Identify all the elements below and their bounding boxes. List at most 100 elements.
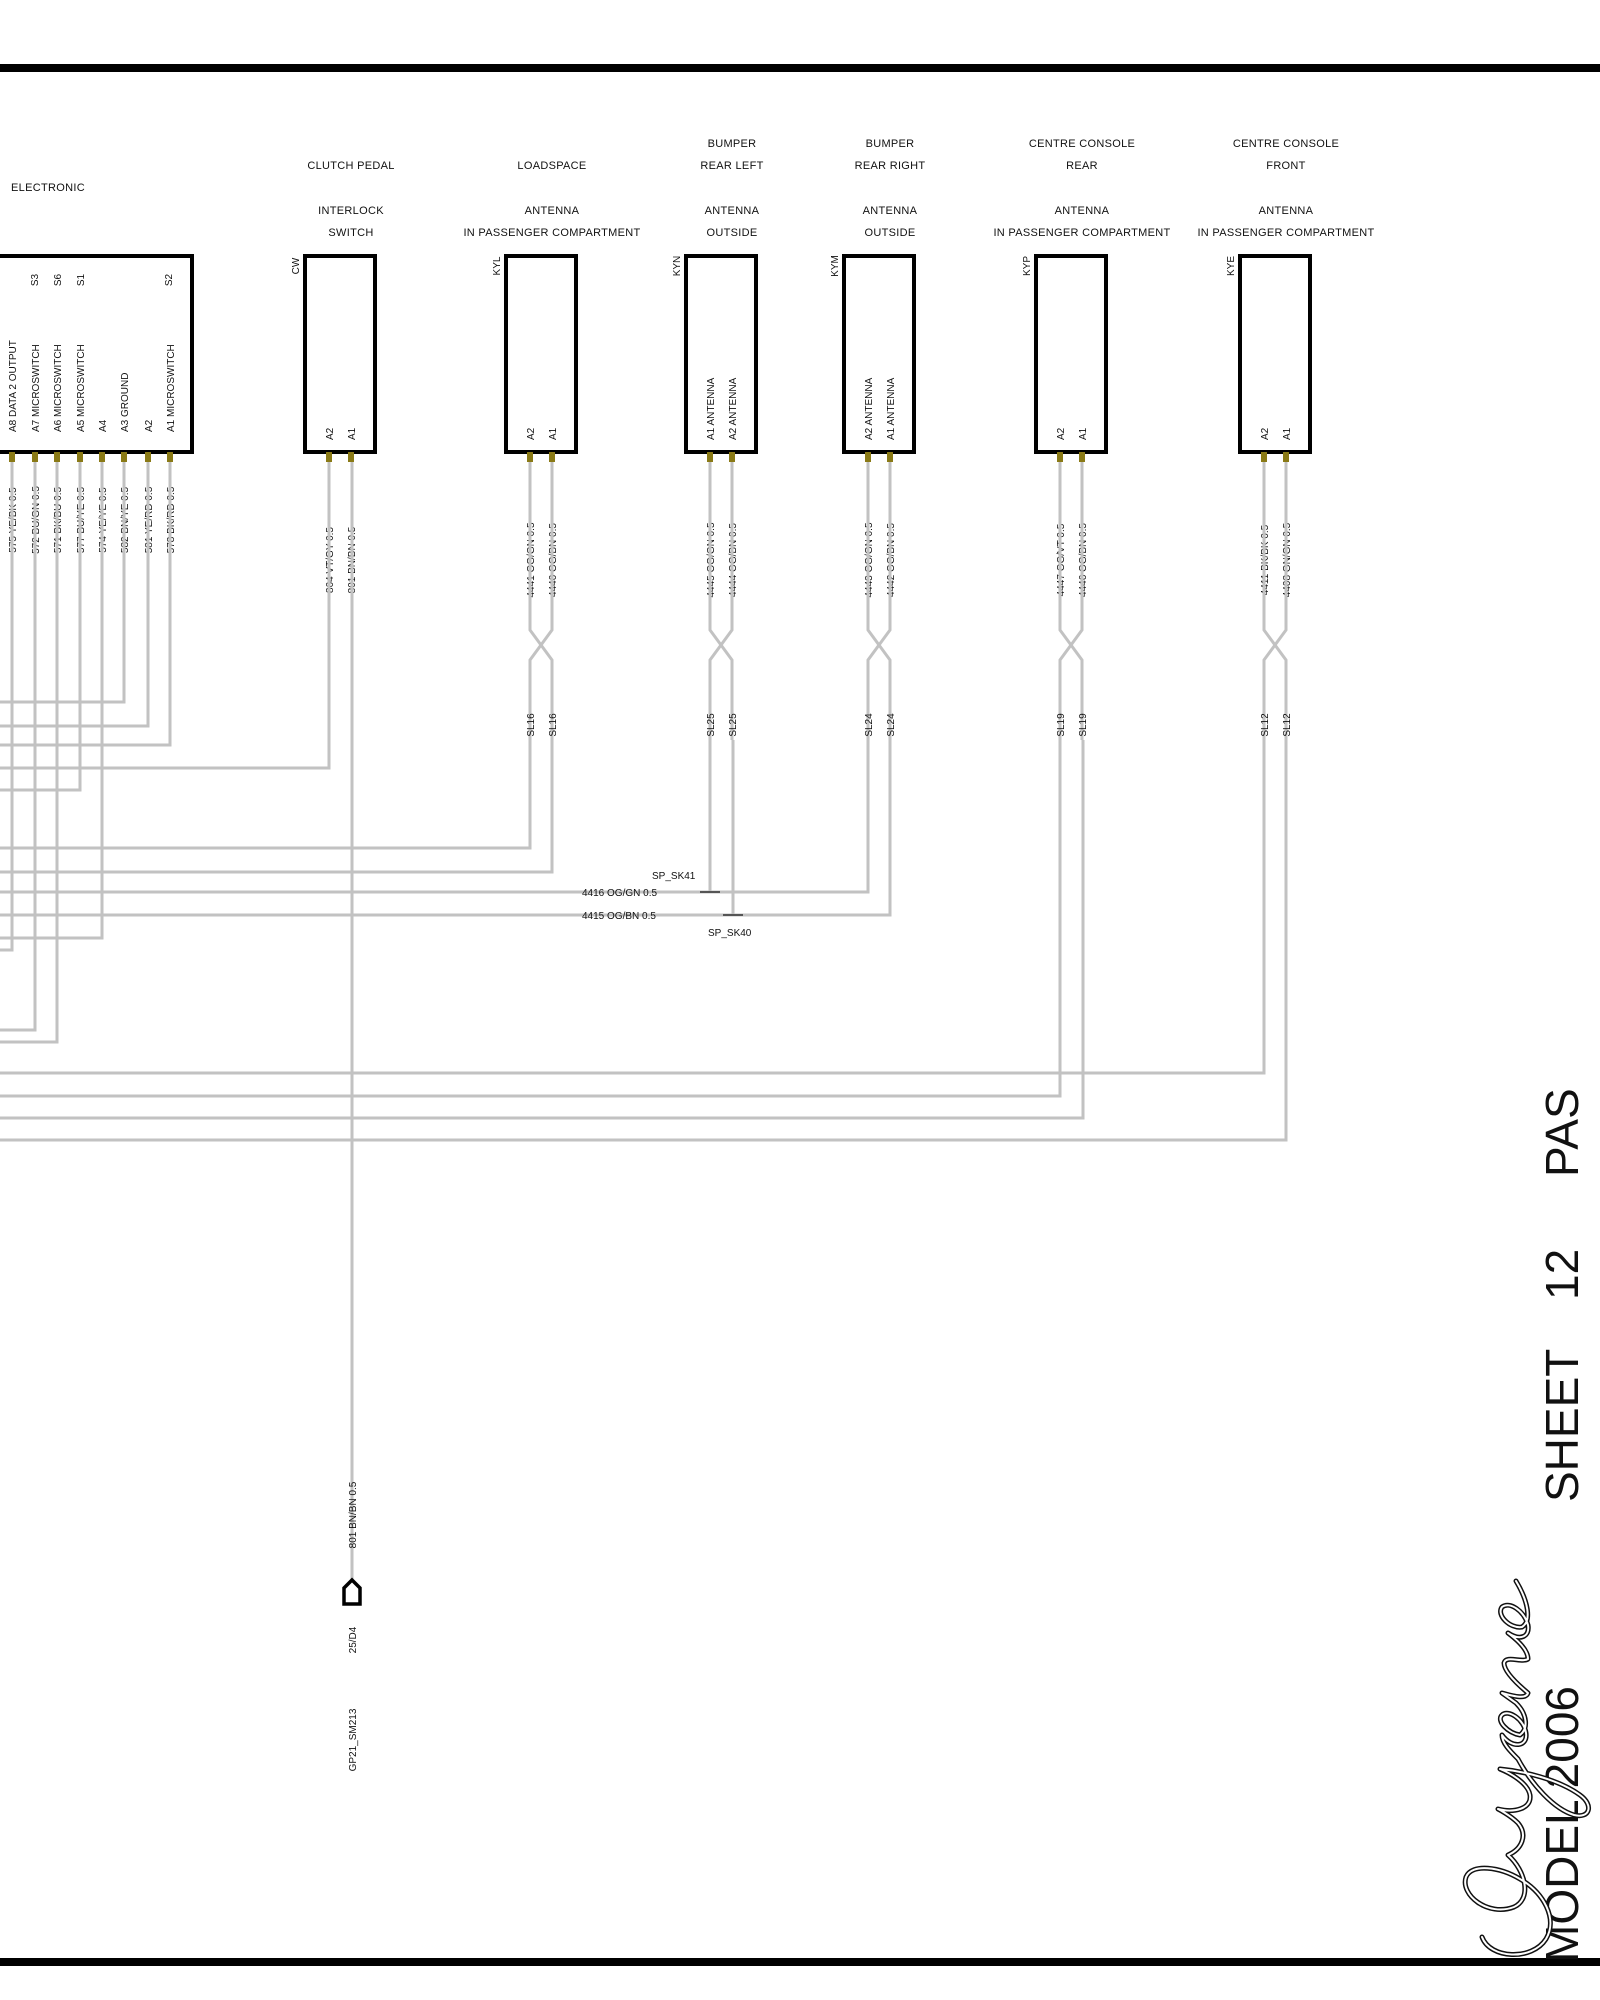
component-header-2: LOADSPACE [517,160,586,172]
wire-4415-label: 4415 OG/BN 0.5 [582,911,656,922]
twisted-wire-b [528,462,554,740]
twisted-wire-a [528,462,554,740]
component-pin-terminal [348,452,354,462]
wire-sl16-a-route [0,740,532,850]
component-box [504,254,578,454]
module-pin-label: A2 [144,419,155,432]
title-block: MODEL 2006 SHEET 12 PAS [1462,1088,1591,1963]
splice-label: SL25 [728,713,739,737]
component-box [684,254,758,454]
component-pin-label: A1 [347,427,358,440]
module-header: ELECTRONIC [11,182,85,194]
splice-label: SL16 [548,713,559,737]
twisted-wire-b [708,462,734,740]
component-pin-terminal [549,452,555,462]
module-pin-terminal [99,452,105,462]
splice-label: SL12 [1260,713,1271,737]
component-header-2: REAR LEFT [700,160,763,172]
wire-sl16-b-route [0,740,554,874]
component-pin-terminal [865,452,871,462]
twisted-wire-b [1262,462,1288,740]
component-desc-2: IN PASSENGER COMPARTMENT [1197,227,1374,239]
routed-wires [0,462,1288,1580]
component-desc-1: ANTENNA [525,205,580,217]
wire-sl12-a-route [0,740,1266,1075]
twisted-wire-a [1058,462,1084,740]
splice-label: SL16 [526,713,537,737]
module-pin-terminal [77,452,83,462]
component-pin-label: A2 ANTENNA [728,377,739,440]
module-code-s3: S3 [30,273,41,286]
splice-label: SL12 [1282,713,1293,737]
component-pin-label: A1 [548,427,559,440]
component-desc-1: ANTENNA [1259,205,1314,217]
sheet-text: SHEET [1536,1349,1588,1502]
splice-label: SL25 [706,713,717,737]
component-pin-label: A1 ANTENNA [886,377,897,440]
component-header-2: CLUTCH PEDAL [307,160,394,172]
module-pin-terminal [145,452,151,462]
component-desc-1: ANTENNA [1055,205,1110,217]
component-pin-terminal [887,452,893,462]
component-pin-terminal [1261,452,1267,462]
module-code-s1: S1 [76,273,87,286]
wire-4415-route [0,740,892,917]
wire-4416-label: 4416 OG/GN 0.5 [582,888,657,899]
component-pin-label: A2 [1056,427,1067,440]
module-pin-label: A3 GROUND [120,373,131,432]
component-pin-label: A2 [325,427,336,440]
wire-804-route [0,462,331,770]
component-pin-label: A2 [1260,427,1271,440]
component-code: KYM [830,255,841,277]
component-desc-2: OUTSIDE [865,227,916,239]
module-pin-label: A4 [98,419,109,432]
electronic-module: ELECTRONIC S3 S6 S1 S2 A8 DATA 2 OUTPUT5… [0,182,194,554]
ground-wire-label: 801 BN/BN 0.5 [348,1481,359,1548]
component-code: CW [291,257,302,274]
ground-connector-icon [342,1577,362,1606]
module-pin-terminal [167,452,173,462]
module-pin-label: A5 MICROSWITCH [76,344,87,432]
model-text: MODEL 2006 [1536,1686,1588,1963]
component-box [1238,254,1312,454]
component-pin-terminal [1283,452,1289,462]
system-text: PAS [1536,1088,1588,1177]
component-pin-terminal [1079,452,1085,462]
component-header-1: CENTRE CONSOLE [1233,138,1339,150]
splice-label: SL19 [1078,713,1089,737]
wire-582 [0,462,126,704]
component-desc-1: ANTENNA [705,205,760,217]
component-pin-label: A2 ANTENNA [864,377,875,440]
wire-572 [0,462,37,1032]
component-pin-terminal [527,452,533,462]
top-border [0,64,1600,72]
component-box [303,254,377,454]
wire-sl19-a-route [0,740,1062,1098]
component-header-2: REAR [1066,160,1098,172]
component-code: KYL [492,256,503,275]
wire-578 [0,462,172,747]
module-pin-terminal [54,452,60,462]
module-pin-terminal [9,452,15,462]
wire-571 [0,462,59,1044]
wire-sl12-b-route [0,740,1288,1142]
component-pin-label: A1 ANTENNA [706,377,717,440]
wire-575 [0,462,14,952]
component-header-1: CENTRE CONSOLE [1029,138,1135,150]
component-pin-terminal [1057,452,1063,462]
component-code: KYP [1022,256,1033,276]
twisted-wire-a [866,462,892,740]
component-header-1: BUMPER [866,138,915,150]
splice-label: SL24 [886,713,897,737]
module-code-s2: S2 [164,273,175,286]
wire-574 [0,462,104,940]
wire-581 [0,462,150,728]
component-header-1: BUMPER [708,138,757,150]
module-pin-terminal [121,452,127,462]
